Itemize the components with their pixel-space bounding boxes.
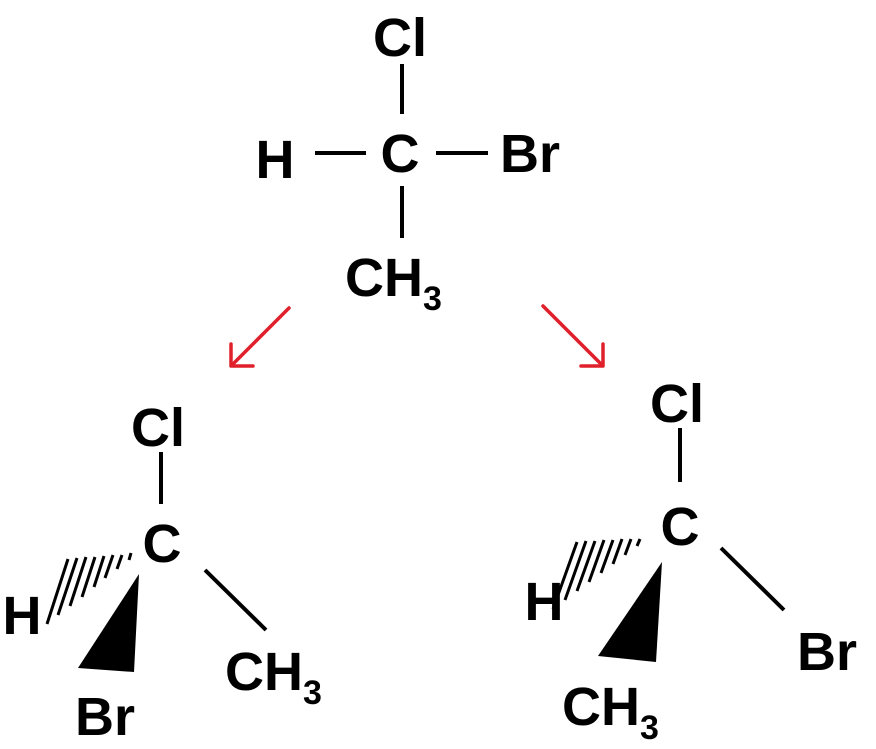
right-hashed-wedge: [551, 538, 642, 610]
top-down-subscript: 3: [423, 280, 442, 318]
right-solid-substituent-label: CH3: [562, 677, 659, 747]
right-plain-substituent-label: Br: [797, 622, 857, 682]
left-molecule: Cl C H Br CH3: [3, 398, 322, 747]
top-down-base: CH: [345, 248, 423, 308]
right-molecule: Cl C H CH3 Br: [525, 374, 858, 747]
left-plain-base: CH: [225, 642, 303, 702]
left-plain-subscript: 3: [303, 674, 322, 712]
left-plain-substituent-label: CH3: [225, 642, 322, 712]
right-center-carbon-label: C: [661, 497, 700, 557]
arrow-right: [541, 304, 605, 368]
top-right-substituent-label: Br: [500, 124, 560, 184]
left-solid-wedge: [78, 574, 139, 672]
arrow-left: [229, 306, 291, 368]
left-solid-substituent-label: Br: [75, 687, 135, 747]
right-solid-wedge: [598, 562, 662, 662]
left-bond-plain: [203, 568, 268, 632]
top-left-substituent-label: H: [256, 130, 295, 190]
left-hashed-substituent-label: H: [3, 586, 42, 646]
right-solid-base: CH: [562, 677, 640, 737]
top-down-substituent-label: CH3: [345, 248, 442, 318]
top-molecule: Cl C H Br CH3: [256, 8, 561, 318]
left-hashed-wedge: [45, 552, 133, 625]
right-solid-subscript: 3: [640, 709, 659, 747]
left-center-carbon-label: C: [143, 514, 182, 574]
right-up-substituent-label: Cl: [650, 374, 704, 434]
top-up-substituent-label: Cl: [373, 8, 427, 68]
top-center-carbon-label: C: [381, 124, 420, 184]
right-hashed-substituent-label: H: [525, 572, 564, 632]
right-bond-plain: [719, 546, 786, 612]
left-up-substituent-label: Cl: [131, 398, 185, 458]
